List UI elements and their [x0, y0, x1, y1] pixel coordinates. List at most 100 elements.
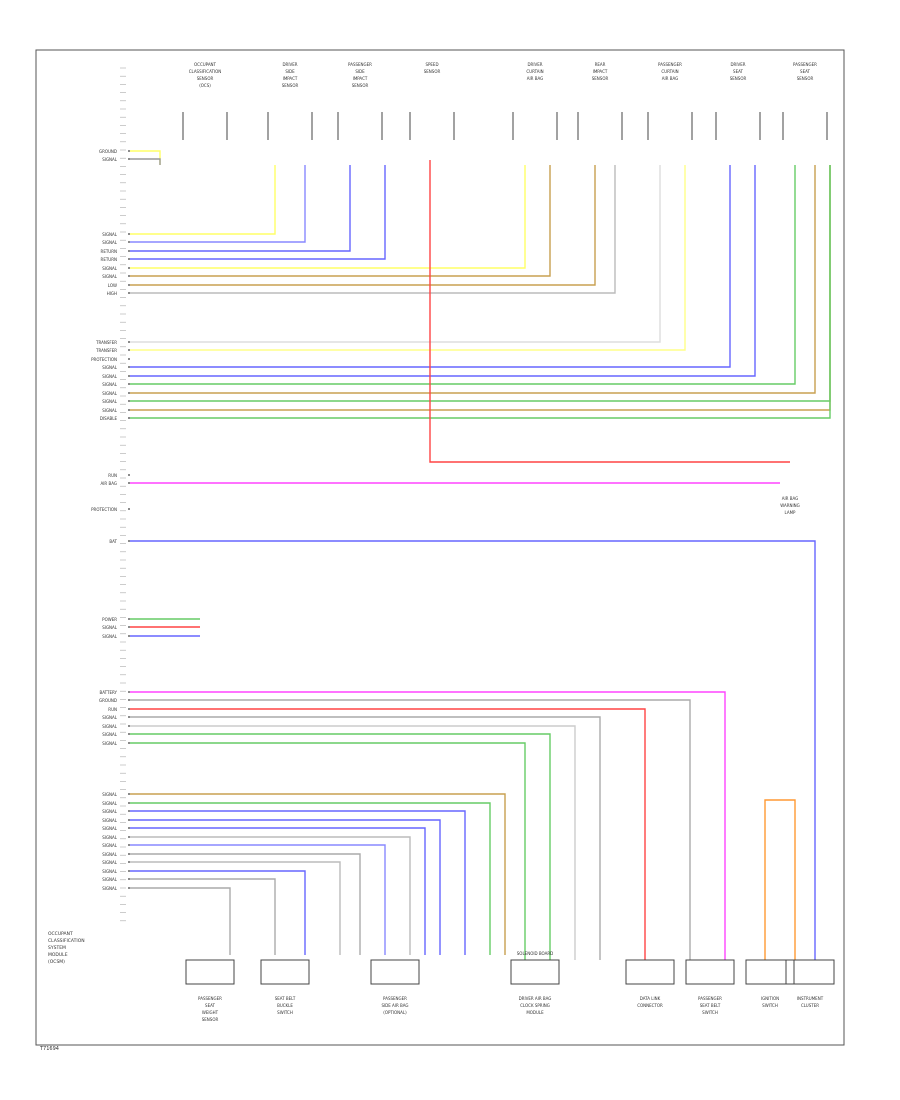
circuit-wire: [130, 165, 816, 394]
lower-wire: [130, 742, 526, 960]
top-component-label: IMPACT: [283, 76, 298, 81]
pin-label: SIGNAL: [102, 724, 118, 729]
top-component-label: SENSOR: [282, 83, 299, 88]
pin-label: SIGNAL: [102, 741, 118, 746]
module-caption: SYSTEM: [48, 945, 66, 951]
bottom-component-body: [370, 959, 420, 985]
pin-label: SIGNAL: [102, 801, 118, 806]
bottom-component-body: [510, 959, 560, 985]
component-body: [267, 112, 313, 140]
top-component-label: IMPACT: [593, 69, 608, 74]
circuit-wire: [130, 165, 831, 411]
pin-dot: [128, 742, 130, 744]
pin-dot: [128, 250, 130, 252]
pin-dot: [128, 383, 130, 385]
circuit-wire: [130, 150, 161, 165]
footer-code: T71694: [39, 1046, 59, 1052]
note-bottom: SOLENOID BOARD: [517, 951, 553, 956]
bottom-component-label: SENSOR: [202, 1017, 219, 1022]
top-component-label: SENSOR: [730, 76, 747, 81]
circuit-wire: [130, 165, 796, 385]
bottom-component-label: SEAT BELT: [700, 1003, 721, 1008]
pin-label: SIGNAL: [102, 877, 118, 882]
circuit-wire: [130, 165, 351, 252]
pin-label: SIGNAL: [102, 860, 118, 865]
top-component-label: SENSOR: [424, 69, 441, 74]
pin-dot: [128, 870, 130, 872]
top-component-label: DRIVER: [730, 62, 745, 67]
bottom-component-label: SWITCH: [702, 1010, 718, 1015]
bottom-component-label: DRIVER AIR BAG: [519, 996, 552, 1001]
pin-dot: [128, 349, 130, 351]
bottom-wire: [130, 836, 411, 955]
pin-dot: [128, 635, 130, 637]
pin-dot: [128, 725, 130, 727]
pin-label: SIGNAL: [102, 809, 118, 814]
pin-label: AIR BAG: [101, 481, 117, 486]
pin-label: SIGNAL: [102, 391, 118, 396]
bottom-wire: [130, 870, 306, 955]
circuit-wire: [130, 165, 306, 243]
pin-dot: [128, 267, 130, 269]
component-layer: [120, 67, 835, 985]
pin-label: SIGNAL: [102, 826, 118, 831]
pin-dot: [128, 409, 130, 411]
top-component-label: (OCS): [199, 83, 211, 88]
top-component-label: PASSENGER: [793, 62, 817, 67]
pin-label: GROUND: [99, 149, 117, 154]
top-component-label: CURTAIN: [661, 69, 678, 74]
diagram-border: [35, 49, 845, 1046]
top-component-label: SEAT: [733, 69, 743, 74]
pin-label: GROUND: [99, 698, 117, 703]
pin-dot: [128, 827, 130, 829]
pin-dot: [128, 474, 130, 476]
pin-label: BATTERY: [100, 690, 118, 695]
top-component-label: CLASSIFICATION: [189, 69, 222, 74]
module-caption: OCCUPANT: [48, 931, 73, 937]
circuit-wire: [130, 165, 526, 269]
pin-label: PROTECTION: [91, 357, 117, 362]
pin-dot: [128, 275, 130, 277]
battery-feed-wire: [130, 540, 816, 960]
bottom-wire: [130, 844, 386, 955]
top-component-label: PASSENGER: [348, 62, 372, 67]
pin-label: HIGH: [107, 291, 117, 296]
right-note: LAMP: [785, 510, 797, 515]
bottom-component-label: PASSENGER: [383, 996, 407, 1001]
bottom-component-label: INSTRUMENT: [797, 996, 824, 1001]
pin-label: RUN: [108, 707, 117, 712]
top-component-label: SIDE: [285, 69, 295, 74]
bottom-component-label: SWITCH: [277, 1010, 293, 1015]
pin-dot: [128, 836, 130, 838]
top-component-label: DRIVER: [282, 62, 297, 67]
top-component-label: SENSOR: [592, 76, 609, 81]
bottom-component-body: [685, 959, 735, 985]
bottom-component-label: PASSENGER: [198, 996, 222, 1001]
pin-label: POWER: [102, 617, 117, 622]
top-component-label: PASSENGER: [658, 62, 682, 67]
bottom-component-body: [260, 959, 310, 985]
bottom-wire: [130, 878, 276, 955]
bottom-component-label: CLUSTER: [801, 1003, 819, 1008]
pin-dot: [128, 233, 130, 235]
pin-label: SIGNAL: [102, 157, 118, 162]
lower-wire: [130, 699, 691, 960]
bottom-wire: [130, 819, 441, 955]
pin-dot: [128, 699, 130, 701]
component-body: [337, 112, 383, 140]
bottom-component-label: SWITCH: [762, 1003, 778, 1008]
pin-label: SIGNAL: [102, 240, 118, 245]
top-component-label: AIR BAG: [527, 76, 543, 81]
module-caption: (OCSM): [48, 959, 65, 965]
speed-signal-wire: [429, 160, 790, 463]
bottom-wire: [130, 853, 361, 955]
pin-dot: [128, 802, 130, 804]
top-component-label: AIR BAG: [662, 76, 678, 81]
bottom-component-label: CONNECTOR: [637, 1003, 663, 1008]
component-body: [182, 112, 228, 140]
pin-dot: [128, 258, 130, 260]
pin-dot: [128, 400, 130, 402]
component-body: [647, 112, 693, 140]
pin-dot: [128, 878, 130, 880]
